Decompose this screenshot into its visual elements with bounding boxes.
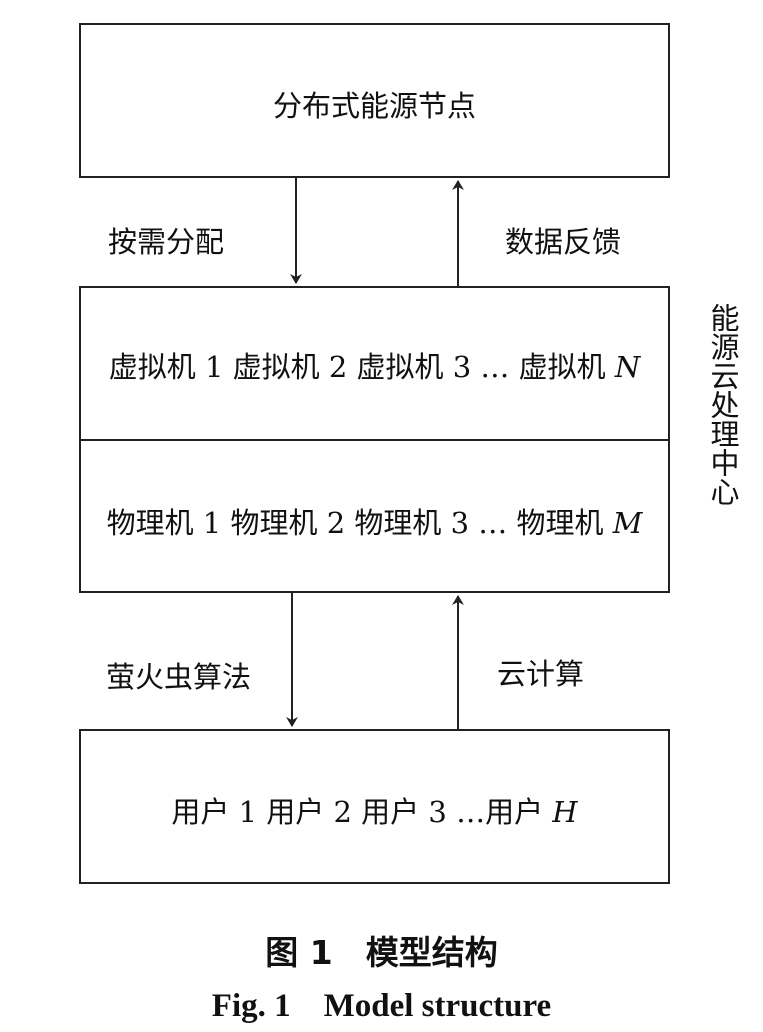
cloud-center-box: 虚拟机 1 虚拟机 2 虚拟机 3 … 虚拟机 N 物理机 1 物理机 2 物理… xyxy=(79,286,670,593)
label-data-feedback: 数据反馈 xyxy=(505,225,622,259)
energy-node-label: 分布式能源节点 xyxy=(272,89,476,123)
caption-chinese: 图 1 模型结构 xyxy=(265,933,498,972)
users-box: 用户 1 用户 2 用户 3 …用户 H xyxy=(79,729,670,884)
energy-node-box: 分布式能源节点 xyxy=(79,23,670,178)
label-firefly-algorithm: 萤火虫算法 xyxy=(106,660,252,694)
energy-cloud-center-label: 能源云处理中心 xyxy=(706,303,740,506)
label-on-demand-allocation: 按需分配 xyxy=(108,225,225,259)
physical-machines-row: 物理机 1 物理机 2 物理机 3 … 物理机 M xyxy=(106,506,643,540)
machine-divider xyxy=(81,439,668,441)
label-cloud-computing: 云计算 xyxy=(497,657,585,691)
virtual-machines-row: 虚拟机 1 虚拟机 2 虚拟机 3 … 虚拟机 N xyxy=(108,350,641,384)
users-row: 用户 1 用户 2 用户 3 …用户 H xyxy=(171,795,578,829)
caption-english: Fig. 1 Model structure xyxy=(211,988,552,1024)
